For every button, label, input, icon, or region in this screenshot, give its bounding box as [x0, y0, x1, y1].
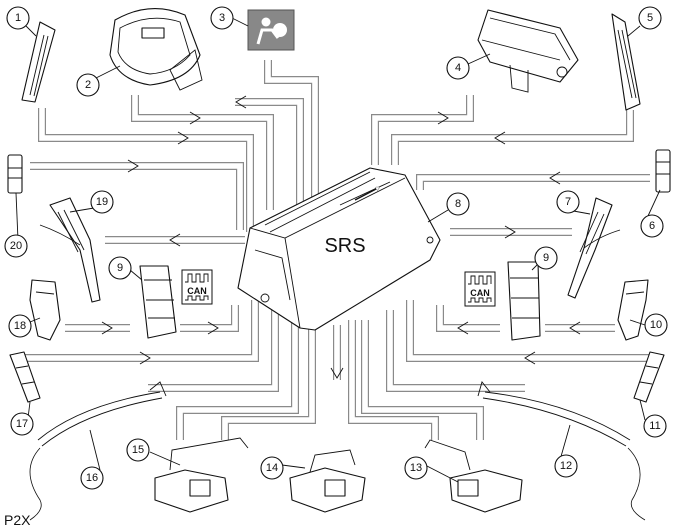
flow-arrows	[22, 60, 655, 440]
callout-9-left-label: 9	[117, 262, 123, 274]
callout-13-label: 13	[410, 462, 422, 474]
callout-14: 14	[260, 456, 284, 480]
crash-sensor-right	[655, 149, 671, 193]
srs-control-module: SRS	[237, 167, 441, 331]
flow-arrow-6	[416, 171, 650, 190]
callout-12: 12	[554, 454, 578, 478]
srs-warning-lamp	[247, 9, 295, 51]
seat-sensor-left	[154, 437, 249, 513]
callout-16: 16	[80, 466, 104, 490]
module-label: SRS	[324, 235, 365, 257]
flow-arrow-1	[38, 108, 254, 232]
callout-6-label: 6	[649, 220, 655, 232]
seatbelt-pretensioner-right	[567, 197, 621, 299]
module-orientation-arrow	[354, 188, 378, 201]
callout-13: 13	[404, 456, 428, 480]
can-label-right: CAN	[470, 288, 490, 298]
figure-code: P2X	[4, 512, 31, 528]
callout-18-label: 18	[14, 320, 26, 332]
occupant-module-right	[507, 261, 541, 341]
flow-arrow-2	[131, 95, 274, 210]
passenger-airbag	[477, 9, 579, 93]
flow-arrow-16	[148, 310, 279, 392]
callout-1-label: 1	[15, 12, 21, 24]
seatbelt-pretensioner-left	[39, 197, 101, 303]
flow-arrow-15	[176, 320, 299, 440]
curtain-airbag-right	[477, 381, 646, 521]
flow-arrow-14	[330, 325, 344, 380]
curtain-airbag-left	[29, 381, 167, 521]
callout-4-label: 4	[455, 62, 461, 74]
callout-7: 7	[556, 190, 580, 214]
can-label-left: CAN	[187, 286, 207, 296]
callout-15-label: 15	[132, 444, 144, 456]
occupant-module-left	[139, 265, 177, 339]
callout-2: 2	[76, 73, 100, 97]
flow-arrow-9-right	[436, 305, 500, 335]
callout-9-left: 9	[108, 256, 132, 280]
callout-10-label: 10	[650, 319, 662, 331]
flow-arrow-4	[371, 95, 474, 165]
callout-8: 8	[446, 192, 470, 216]
can-bus-symbol-right: CAN	[464, 271, 496, 307]
callout-14-label: 14	[266, 462, 278, 474]
buckle-switch-right	[617, 279, 649, 341]
callout-19: 19	[90, 190, 114, 214]
callout-10: 10	[644, 313, 668, 337]
callout-4: 4	[446, 56, 470, 80]
callout-1: 1	[6, 6, 30, 30]
flow-arrow-3	[235, 95, 304, 205]
callout-7-label: 7	[565, 196, 571, 208]
flow-arrow-13	[361, 320, 484, 440]
callout-17-label: 17	[16, 418, 28, 430]
flow-arrow-18	[65, 321, 130, 335]
callout-11: 11	[643, 414, 667, 438]
callout-3: 3	[210, 6, 234, 30]
flow-arrow-10	[545, 321, 615, 335]
flow-arrow-15b	[221, 320, 316, 440]
flow-arrow-19	[105, 233, 245, 247]
flow-arrow-7	[450, 225, 572, 239]
callout-8-label: 8	[455, 198, 461, 210]
flow-arrow-9-left	[180, 305, 239, 335]
side-airbag-right	[611, 13, 641, 111]
flow-arrow-17	[22, 300, 259, 365]
callout-16-label: 16	[86, 472, 98, 484]
flow-arrow-11	[406, 300, 655, 365]
callout-18: 18	[8, 314, 32, 338]
callout-3-label: 3	[219, 12, 225, 24]
side-sensor-right	[633, 351, 665, 403]
seat-sensor-right	[424, 439, 523, 513]
flow-arrow-20	[30, 159, 244, 230]
driver-airbag	[109, 8, 203, 91]
callout-5: 5	[638, 6, 662, 30]
crash-sensor-left	[7, 154, 23, 194]
callout-2-label: 2	[85, 79, 91, 91]
callout-20-label: 20	[10, 240, 22, 252]
buckle-switch-left	[29, 279, 61, 341]
callout-9-right-label: 9	[543, 252, 549, 264]
callout-19-label: 19	[96, 196, 108, 208]
can-bus-symbol-left: CAN	[181, 269, 213, 305]
callout-15: 15	[126, 438, 150, 462]
callout-20: 20	[4, 234, 28, 258]
callout-12-label: 12	[560, 460, 572, 472]
seat-sensor-centre	[289, 449, 366, 513]
side-sensor-left	[9, 351, 41, 403]
callout-9-right: 9	[534, 246, 558, 270]
callout-17: 17	[10, 412, 34, 436]
callout-11-label: 11	[649, 420, 660, 432]
flow-arrow-3b	[264, 60, 319, 200]
callout-5-label: 5	[647, 12, 653, 24]
callout-6: 6	[640, 214, 664, 238]
flow-arrow-13b	[348, 320, 439, 440]
side-airbag-left	[21, 21, 56, 103]
flow-arrow-5	[391, 110, 634, 165]
